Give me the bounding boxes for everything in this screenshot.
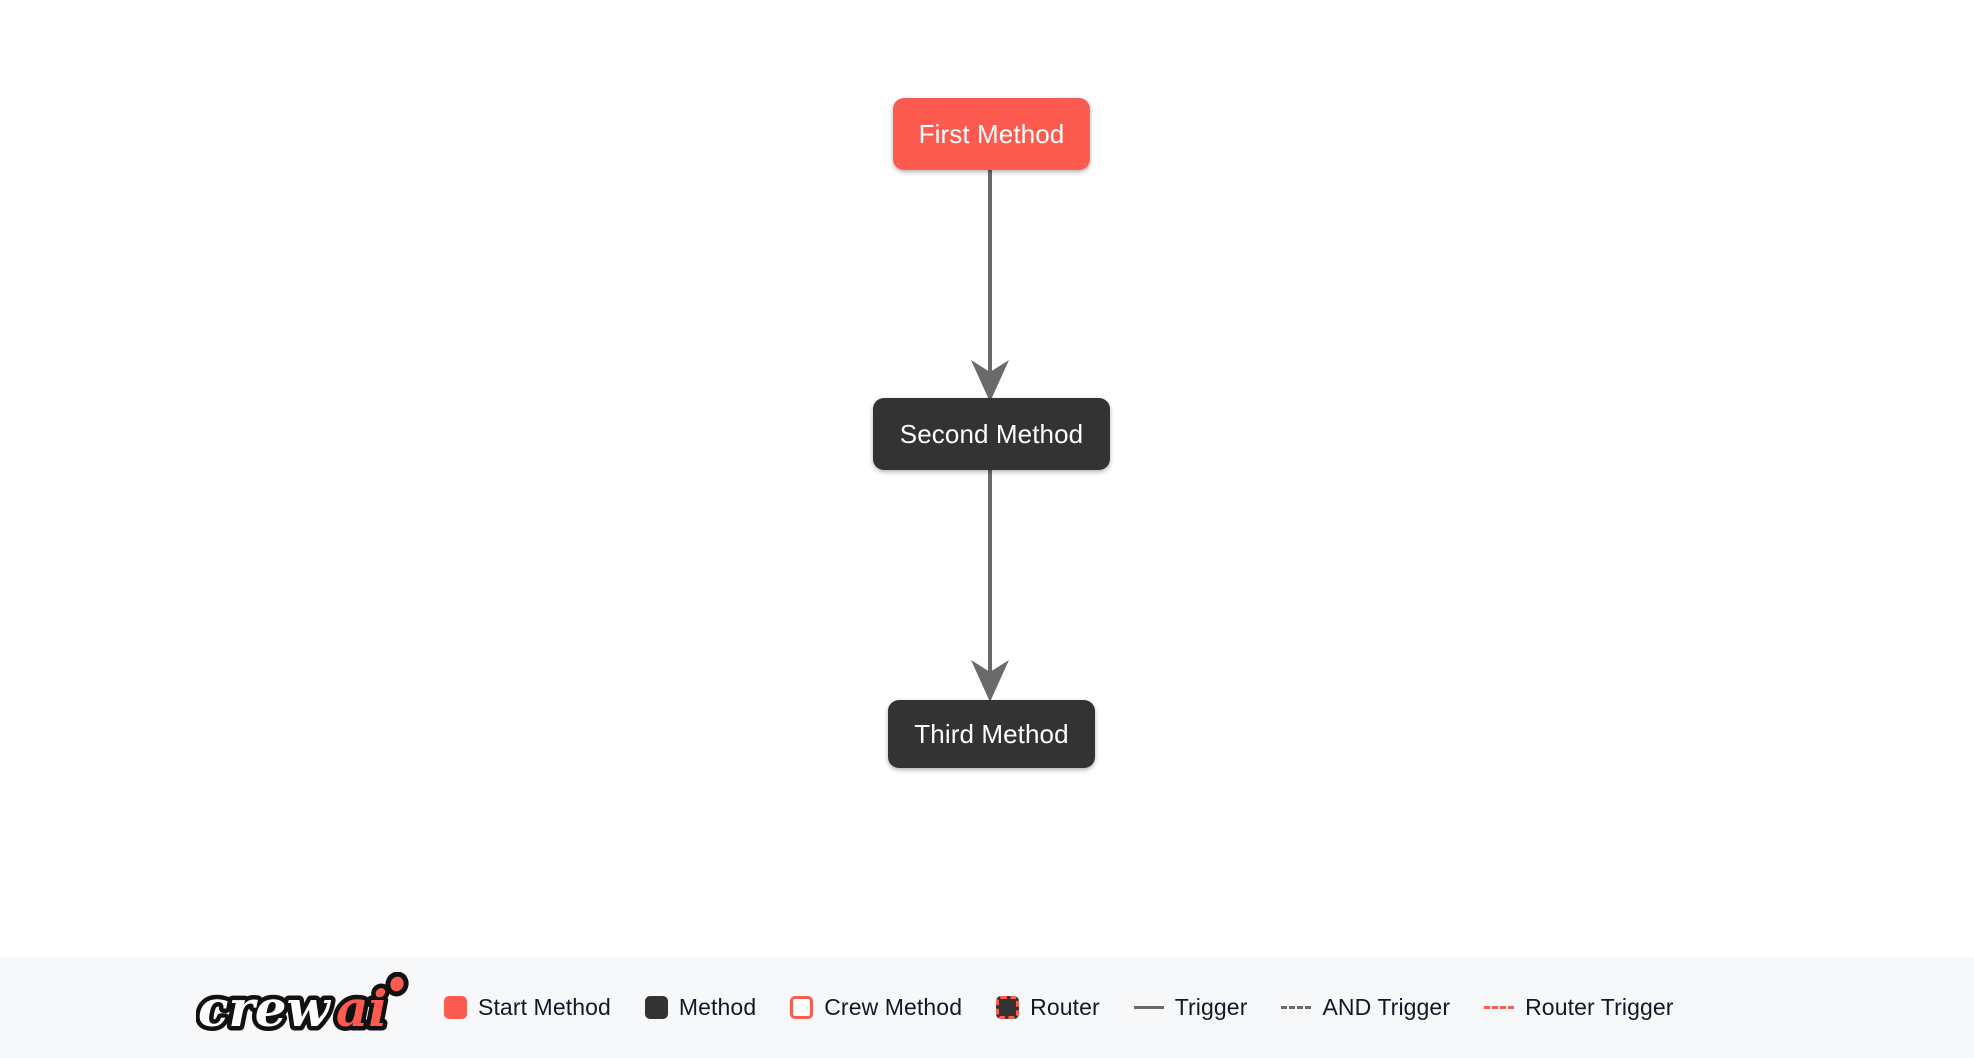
legend-label: Trigger bbox=[1174, 994, 1248, 1020]
legend-item-trigger: Trigger bbox=[1133, 994, 1248, 1020]
legend-label: Router Trigger bbox=[1525, 994, 1674, 1020]
method-swatch-icon bbox=[644, 996, 668, 1019]
flow-canvas[interactable]: First Method Second Method Third Method bbox=[0, 0, 1974, 957]
flow-node-first-method[interactable]: First Method bbox=[893, 98, 1090, 170]
edge-second-to-third bbox=[971, 470, 1009, 702]
legend-items: Start Method Method Crew Method Router T… bbox=[444, 996, 1674, 1019]
trigger-line-icon bbox=[1133, 1006, 1164, 1009]
edge-first-to-second bbox=[971, 170, 1009, 402]
legend-item-method: Method bbox=[644, 994, 757, 1020]
legend-item-router: Router bbox=[996, 996, 1100, 1019]
legend-label: Crew Method bbox=[824, 994, 963, 1020]
and-trigger-line-icon bbox=[1281, 1006, 1312, 1009]
router-trigger-line-icon bbox=[1484, 1006, 1515, 1009]
flow-node-label: Third Method bbox=[914, 719, 1069, 749]
legend-item-and-trigger: AND Trigger bbox=[1281, 996, 1450, 1019]
crew-method-swatch-icon bbox=[790, 996, 814, 1019]
flow-node-second-method[interactable]: Second Method bbox=[873, 398, 1110, 470]
legend-bar: crew ai Start Method Method Crew Method … bbox=[0, 957, 1974, 1058]
legend-item-start-method: Start Method bbox=[444, 996, 611, 1019]
legend-label: AND Trigger bbox=[1322, 994, 1451, 1020]
flow-node-label: First Method bbox=[918, 119, 1065, 149]
legend-item-crew-method: Crew Method bbox=[790, 996, 962, 1019]
legend-label: Method bbox=[678, 994, 757, 1020]
logo-text-crew: crew bbox=[198, 979, 332, 1038]
legend-label: Router bbox=[1030, 994, 1100, 1020]
crewai-logo-icon: crew ai bbox=[196, 971, 409, 1042]
legend-item-router-trigger: Router Trigger bbox=[1484, 996, 1673, 1019]
start-method-swatch-icon bbox=[444, 996, 467, 1019]
logo-dot-icon bbox=[385, 971, 409, 996]
flow-node-third-method[interactable]: Third Method bbox=[888, 700, 1095, 768]
flow-node-label: Second Method bbox=[899, 419, 1084, 449]
legend-label: Start Method bbox=[478, 994, 611, 1020]
logo-text-ai: ai bbox=[336, 979, 387, 1038]
router-swatch-icon bbox=[996, 996, 1020, 1019]
